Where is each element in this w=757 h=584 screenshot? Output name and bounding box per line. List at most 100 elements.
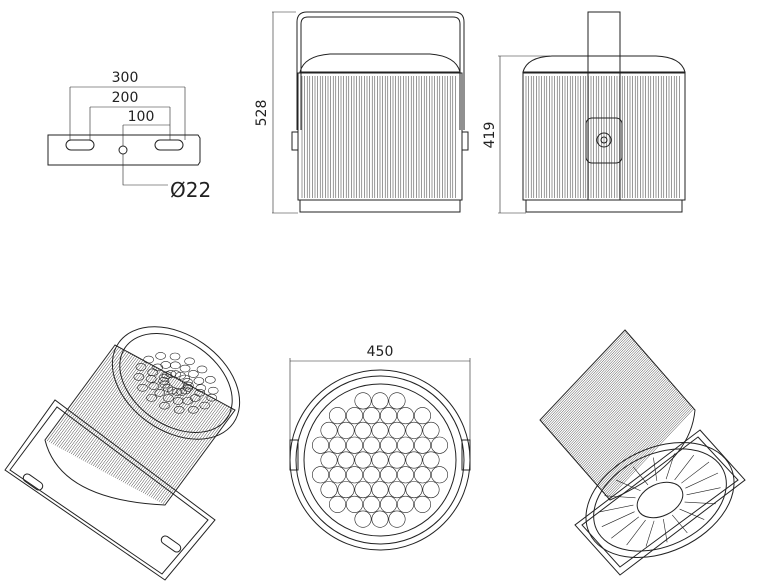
led-lens [405, 421, 423, 439]
led-lens [133, 373, 145, 381]
led-lens [328, 466, 346, 484]
heatsink-fin [550, 341, 636, 433]
heatsink-fin [560, 353, 647, 445]
heatsink-fin [102, 376, 174, 472]
heatsink-fin [606, 405, 692, 497]
heatsink-fin [50, 348, 122, 444]
heatsink-fin [110, 380, 182, 476]
led-lens [388, 481, 406, 499]
heatsink-fin [591, 388, 677, 479]
heatsink-fin [579, 375, 665, 466]
led-lens [430, 466, 448, 484]
led-lens [146, 394, 157, 402]
heatsink-fin [557, 349, 643, 441]
led-lens [182, 397, 193, 405]
led-lens [379, 407, 397, 425]
heatsink-fin [156, 405, 228, 501]
heatsink-fin [68, 357, 140, 454]
led-lens [345, 407, 363, 425]
heatsink-fin [571, 365, 657, 457]
led-lens [166, 386, 178, 395]
heatsink-fin [605, 404, 691, 495]
led-lens [405, 481, 423, 499]
heatsink-fin [567, 361, 654, 453]
led-lens [169, 352, 181, 361]
heatsink-fin [86, 367, 158, 463]
led-lens [413, 436, 431, 454]
heatsink-fin [76, 362, 148, 458]
heatsink-fin [589, 387, 676, 478]
iso-back-view [539, 329, 746, 576]
heatsink-fin [554, 347, 641, 438]
led-lens [396, 466, 414, 484]
heatsink-fin [553, 345, 640, 437]
led-lens [320, 451, 338, 469]
heatsink-fin [556, 348, 642, 439]
heatsink-fin [60, 353, 132, 449]
led-lens [152, 363, 164, 372]
led-lens [328, 436, 346, 454]
heatsink-fin [564, 357, 650, 449]
led-lens [362, 495, 380, 513]
heatsink-fin [46, 345, 118, 442]
led-lens [188, 370, 199, 378]
led-lens [311, 466, 329, 484]
led-lens [170, 370, 181, 378]
led-lens [379, 495, 397, 513]
heatsink-fin [158, 406, 230, 502]
heatsink-fin [154, 404, 226, 500]
led-lens [148, 382, 160, 390]
led-lens [182, 384, 194, 392]
led-lens [345, 466, 363, 484]
heatsink-fin [588, 385, 675, 477]
dim-100-label: 100 [128, 109, 155, 125]
heatsink-fin [577, 372, 663, 463]
heatsink-fin [114, 382, 186, 479]
heatsink-fin [600, 399, 686, 490]
heatsink-fin [144, 399, 216, 495]
heatsink-fin [104, 377, 176, 473]
led-lens [320, 421, 338, 439]
heatsink-spoke [601, 511, 635, 527]
heatsink-spoke [615, 479, 641, 492]
led-lens [396, 495, 414, 513]
heatsink-fin [48, 347, 120, 443]
heatsink-fin [150, 402, 222, 498]
heatsink-fin [112, 381, 184, 477]
led-lens [388, 510, 406, 528]
led-lens [199, 401, 211, 410]
heatsink-spoke [671, 514, 688, 534]
heatsink-fin [602, 401, 689, 493]
iso-front-view [4, 326, 241, 581]
led-lens [422, 451, 440, 469]
front-view: 528 [254, 11, 469, 214]
led-lens [337, 451, 355, 469]
led-lens [170, 361, 181, 370]
heatsink-fin [138, 395, 210, 492]
heatsink-spoke [599, 504, 634, 513]
led-lens [413, 407, 431, 425]
led-lens [354, 421, 372, 439]
heatsink-fin [542, 332, 628, 423]
heatsink-fin [74, 361, 146, 457]
heatsink-fin [84, 366, 156, 462]
heatsink-fin [120, 386, 192, 482]
heatsink-fin [558, 351, 644, 442]
led-lens [135, 363, 147, 371]
heatsink-fin [585, 381, 671, 473]
heatsink-fin [582, 379, 669, 470]
heatsink-fin [108, 379, 180, 475]
heatsink-fin [62, 354, 134, 450]
led-lens [388, 421, 406, 439]
led-lens [345, 436, 363, 454]
heatsink-fin [140, 396, 212, 493]
led-lens [184, 357, 195, 366]
led-lens [159, 373, 170, 382]
heatsink-fin [572, 367, 658, 458]
heatsink-fin [100, 375, 172, 471]
dim-300-label: 300 [112, 70, 139, 86]
heatsink-fin [126, 389, 198, 485]
heatsink-fin [64, 355, 136, 451]
heatsink-fin [146, 400, 218, 496]
